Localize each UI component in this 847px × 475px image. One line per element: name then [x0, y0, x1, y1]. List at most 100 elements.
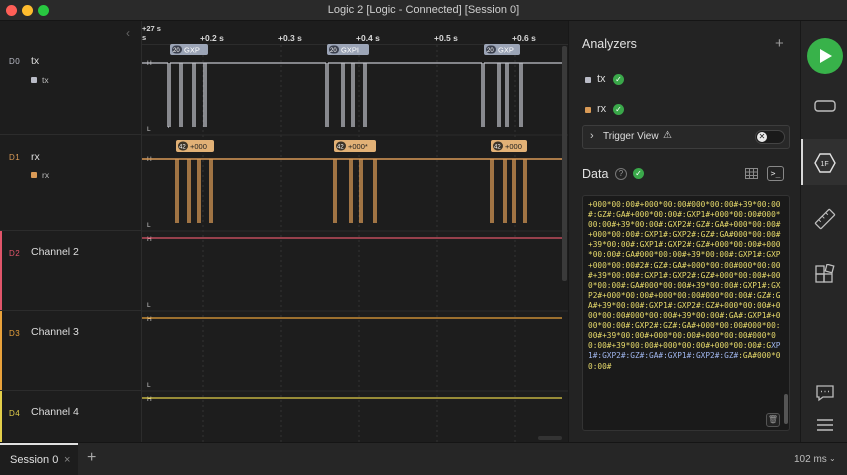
session-tab[interactable]: Session 0 ×	[0, 443, 78, 475]
title-bar: Logic 2 [Logic - Connected] [Session 0]	[0, 0, 847, 21]
analyzer-item-tx[interactable]: tx ✓	[585, 73, 645, 87]
level-low-label: L	[147, 222, 151, 229]
svg-text:1F: 1F	[821, 161, 829, 168]
horizontal-scrollbar[interactable]	[538, 436, 562, 440]
vertical-scrollbar[interactable]	[562, 46, 567, 281]
channel-id: D2	[9, 249, 21, 258]
tx-bubble-hex: 20	[487, 48, 494, 54]
terminal-text: +000*00:00#+000*00:00#000*00:00#+39*00:0…	[588, 200, 781, 372]
side-rail: 1F	[800, 21, 847, 442]
start-capture-button[interactable]	[807, 38, 843, 74]
rx-waveform	[142, 158, 562, 223]
analyzer-item-rx[interactable]: rx ✓	[585, 103, 645, 117]
ruler-tick: +0.2 s	[200, 33, 224, 43]
channel-label-header: ‹	[0, 21, 142, 45]
rx-bubble-hex: 42	[179, 145, 186, 151]
analyzer-color-swatch	[31, 172, 37, 178]
channel-name[interactable]: Channel 4	[31, 406, 79, 418]
check-circle-icon: ✓	[633, 168, 644, 179]
channel-row-d2[interactable]: D2 Channel 2	[0, 231, 142, 311]
window-minimize-button[interactable]	[22, 5, 33, 16]
trash-icon[interactable]: 🗑	[766, 413, 780, 427]
analyzers-panel: Analyzers + tx ✓ rx ✓ › Trigger View ⚠ ✕…	[568, 21, 800, 442]
channel-analyzer-tag: tx	[31, 75, 49, 85]
analyzer-color-swatch	[585, 107, 591, 113]
trigger-view-label: Trigger View	[603, 131, 659, 142]
window-close-button[interactable]	[6, 5, 17, 16]
rx-bubble[interactable]: 42 +000	[176, 140, 214, 152]
waveform-canvas[interactable]: H L H L H L H L H 20	[142, 21, 568, 442]
analyzers-title: Analyzers	[582, 37, 637, 51]
channel-name[interactable]: Channel 3	[31, 326, 79, 338]
channel-name[interactable]: Channel 2	[31, 246, 79, 258]
terminal-line: +000*00:00#+000*00:00#000*00:00#+3	[588, 200, 748, 209]
channel-row-d0[interactable]: D0 tx tx	[0, 45, 142, 135]
add-analyzer-button[interactable]: +	[775, 35, 784, 52]
collapse-chevron-left-icon[interactable]: ‹	[126, 26, 130, 40]
rx-bubbles: 42 +000 42 +000* 42 +000	[176, 140, 527, 152]
chevron-right-icon[interactable]: ›	[590, 130, 594, 142]
terminal-line: 000*00:00#+39*00:00#:GXP1#:GXP2#+0	[588, 280, 781, 300]
check-circle-icon: ✓	[613, 104, 624, 115]
window-title: Logic 2 [Logic - Connected] [Session 0]	[327, 4, 520, 16]
measurements-tab[interactable]	[801, 195, 847, 241]
terminal-line: 0#+000*00:00#+000*00:00#000*00:00#	[588, 331, 776, 351]
chevron-down-icon[interactable]: ⌄	[829, 454, 836, 463]
terminal-line: XP2#:GZ#+000*00:00#+000*00:00#:GA#	[588, 270, 781, 290]
terminal-output[interactable]: +000*00:00#+000*00:00#000*00:00#+39*00:0…	[582, 195, 790, 431]
status-bar: Session 0 × + 102 ms ⌄	[0, 442, 847, 475]
extensions-icon	[815, 264, 835, 283]
rx-bubble[interactable]: 42 +000*	[334, 140, 376, 152]
ruler-icon	[814, 208, 836, 230]
window-maximize-button[interactable]	[38, 5, 49, 16]
channel-id: D1	[9, 153, 21, 162]
ruler-tick: +0.4 s	[356, 33, 380, 43]
zoom-level[interactable]: 102 ms	[794, 454, 827, 465]
terminal-line: XP1#:GXP2#:GZ#:GA#:GXP1#:GXP2#:GZ#	[588, 341, 781, 361]
help-icon[interactable]: ?	[615, 168, 627, 180]
channel-color-bar	[0, 311, 2, 390]
menu-tab[interactable]	[801, 401, 847, 447]
analyzers-tab[interactable]: 1F	[801, 139, 847, 185]
channel-analyzer-tag: rx	[31, 170, 49, 180]
terminal-line: :GA#000*00:00#	[588, 351, 781, 371]
channel-id: D0	[9, 57, 21, 66]
terminal-line: 2#:GZ#:GA#+000*00:00#+000*00:00#:G	[588, 220, 781, 240]
waveform-view[interactable]: +27 s s +0.2 s +0.3 s +0.4 s +0.5 s +0.6…	[142, 21, 568, 442]
channel-name[interactable]: rx	[31, 151, 40, 163]
device-settings-tab[interactable]	[801, 83, 847, 129]
channel-color-bar	[0, 231, 2, 310]
tx-bubbles: 20 GXP 20 GXPI 20 GXP	[170, 44, 520, 55]
terminal-line: *00:00#+000*00:00#000*00:00#+39*00	[588, 300, 781, 321]
level-high-label: H	[147, 316, 152, 323]
analyzer-name: tx	[597, 73, 606, 85]
channel-row-d3[interactable]: D3 Channel 3	[0, 311, 142, 391]
rx-bubble-text: +000*	[348, 142, 368, 151]
trigger-view-toggle[interactable]: ✕	[755, 130, 785, 144]
terminal-scrollbar[interactable]	[784, 394, 788, 424]
trigger-view-row[interactable]: › Trigger View ⚠ ✕	[582, 125, 790, 149]
tx-bubble[interactable]: 20 GXP	[170, 44, 208, 55]
tx-bubble[interactable]: 20 GXPI	[327, 44, 369, 55]
terminal-line: :00#:GXP1#:GXP2#:GZ#+000*00:00#+00	[616, 240, 776, 250]
close-tab-icon[interactable]: ×	[64, 454, 71, 466]
rx-bubble[interactable]: 42 +000	[491, 140, 527, 152]
new-session-button[interactable]: +	[87, 449, 97, 466]
channel-row-d4[interactable]: D4 Channel 4	[0, 391, 142, 442]
extensions-tab[interactable]	[801, 251, 847, 297]
level-high-label: H	[147, 236, 152, 243]
terminal-line: 000*00:00#000*00:00#+39*00:00#:GXP	[588, 210, 781, 230]
terminal-line: XP1#:GXP+000*00:00#2#:GZ#:GA#+000*	[588, 250, 781, 270]
table-view-icon[interactable]	[745, 168, 758, 179]
hamburger-menu-icon	[817, 419, 833, 431]
channel-row-d1[interactable]: D1 rx rx	[0, 135, 142, 231]
time-gridlines	[202, 45, 516, 442]
channel-name[interactable]: tx	[31, 55, 40, 67]
terminal-line: :00#:GA#:GXP1#+000*00:00#:GXP2#:GZ	[588, 311, 781, 331]
feedback-tab[interactable]	[801, 369, 847, 415]
tx-bubble[interactable]: 20 GXP	[484, 44, 520, 55]
tx-bubble-hex: 20	[173, 48, 180, 54]
terminal-view-button[interactable]: >_	[767, 166, 784, 181]
terminal-line: +39*00:00#+000*00:00#+000*00:00#:G	[611, 341, 772, 351]
ruler-start-bottom: s	[142, 33, 147, 42]
